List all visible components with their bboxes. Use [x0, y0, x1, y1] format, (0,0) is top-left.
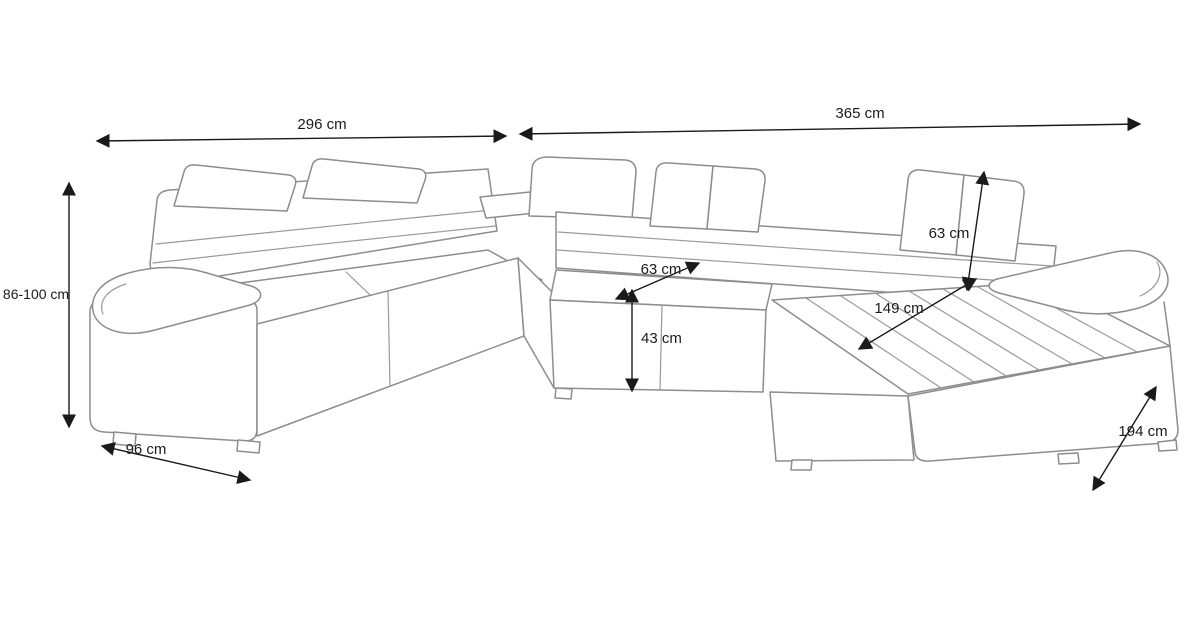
dim-arrow-96: [100, 441, 252, 485]
corner-shelf: [479, 191, 537, 219]
dim-label-43: 43 cm: [641, 330, 682, 347]
dimension-seat-height: 43 cm: [625, 288, 682, 393]
left-headrest-1: [173, 164, 297, 212]
dim-label-365: 365 cm: [835, 105, 884, 122]
dim-arrow-365: [518, 117, 1142, 141]
dim-label-96: 96 cm: [126, 441, 167, 458]
dimension-chaise-length: 149 cm: [857, 278, 978, 350]
left-armrest: [91, 266, 262, 335]
corner-headrest: [528, 156, 637, 220]
chaise-left-face: [769, 391, 915, 462]
dimension-top-left: 296 cm: [95, 116, 508, 148]
right-headrest-2: [955, 174, 1025, 262]
dimension-annotations: 296 cm 365 cm 86-100 cm 96 cm 63 cm 43 c…: [3, 105, 1168, 492]
dim-label-194: 194 cm: [1118, 423, 1167, 440]
dimension-top-right: 365 cm: [518, 105, 1142, 141]
dim-arrow-149: [857, 278, 978, 350]
right-headrest-1: [899, 169, 965, 256]
right-armrest: [988, 250, 1169, 315]
sofa-outline-drawing: [89, 156, 1179, 471]
dim-label-149: 149 cm: [874, 300, 923, 317]
middle-headrest-1: [649, 162, 714, 230]
dim-label-63-seat: 63 cm: [641, 261, 682, 278]
dimension-backrest-height: 63 cm: [929, 170, 990, 292]
dimension-height: 86-100 cm: [3, 181, 76, 429]
dim-arrow-63-back: [961, 170, 990, 292]
dimension-bottom-right: 194 cm: [1092, 385, 1168, 492]
left-headrest-2: [302, 158, 427, 204]
dim-label-height: 86-100 cm: [3, 286, 69, 302]
chaise-right-edge: [1163, 301, 1171, 347]
middle-headrest-2: [706, 165, 766, 233]
dim-label-63-back: 63 cm: [929, 225, 970, 242]
dim-arrow-194: [1092, 385, 1157, 492]
dim-arrow-296: [95, 129, 508, 148]
dimension-bottom-left: 96 cm: [100, 441, 252, 485]
dim-label-296: 296 cm: [297, 116, 346, 133]
